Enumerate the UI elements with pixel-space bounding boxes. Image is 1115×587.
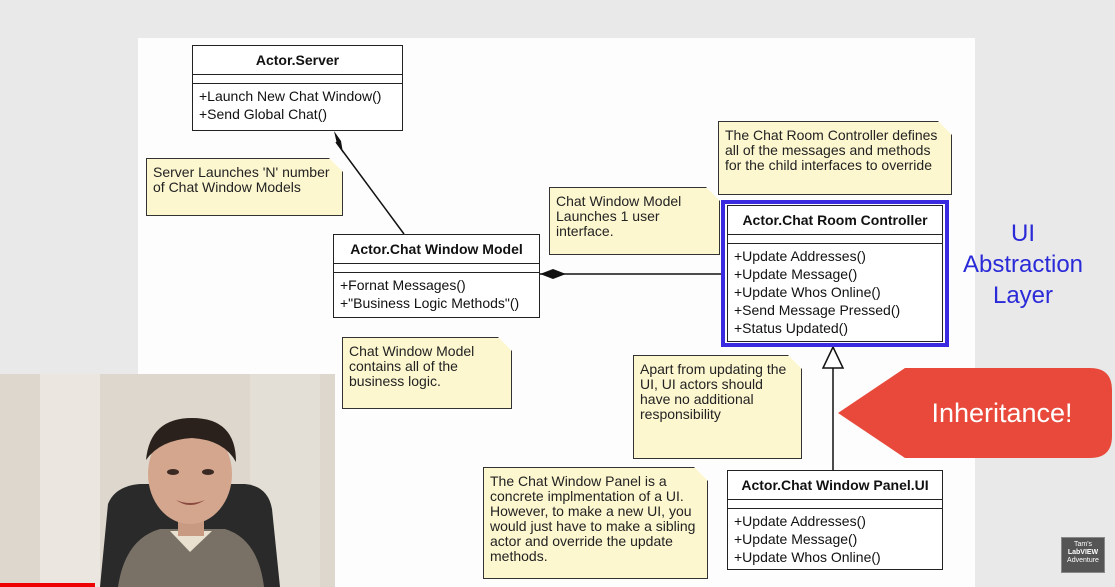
model-composition-diamond [540, 269, 566, 279]
method: +"Business Logic Methods"() [340, 295, 520, 311]
server-composition-diamond [334, 131, 343, 153]
note-ui-actors: Apart from updating the UI, UI actors sh… [633, 355, 802, 459]
label-line: Abstraction [962, 251, 1084, 278]
logo-line: LabVIEW [1067, 549, 1099, 556]
server-model-line [335, 141, 405, 235]
presenter-image [0, 374, 335, 587]
method: +Status Updated() [734, 320, 849, 336]
class-server: Actor.Server +Launch New Chat Window() +… [192, 45, 403, 131]
method: +Update Message() [734, 266, 858, 282]
note-model-launches: Chat Window Model Launches 1 user interf… [549, 187, 720, 255]
method: +Update Addresses() [734, 513, 866, 529]
method: +Launch New Chat Window() [199, 88, 382, 104]
class-model-title: Actor.Chat Window Model [334, 235, 539, 264]
class-controller-methods: +Update Addresses() +Update Message() +U… [728, 244, 942, 340]
webcam-overlay [0, 374, 335, 587]
class-controller: Actor.Chat Room Controller +Update Addre… [727, 205, 943, 342]
logo-line: Tam's [1073, 541, 1093, 548]
channel-logo: Tam's LabVIEW Adventure [1061, 537, 1105, 573]
inheritance-label: Inheritance! [931, 398, 1073, 428]
note-text: The Chat Room Controller defines all of … [725, 127, 938, 173]
class-model: Actor.Chat Window Model +Fornat Messages… [333, 234, 540, 318]
ui-abstraction-label: UI Abstraction Layer [945, 218, 1101, 311]
note-text: Chat Window Model contains all of the bu… [349, 343, 475, 389]
note-text: Apart from updating the UI, UI actors sh… [640, 361, 787, 422]
class-server-methods: +Launch New Chat Window() +Send Global C… [193, 84, 402, 126]
class-server-title: Actor.Server [193, 46, 402, 75]
class-controller-title: Actor.Chat Room Controller [728, 206, 942, 235]
note-model-logic: Chat Window Model contains all of the bu… [342, 337, 512, 409]
inheritance-callout [838, 368, 1112, 458]
class-model-methods: +Fornat Messages() +"Business Logic Meth… [334, 273, 539, 315]
note-text: Server Launches 'N' number of Chat Windo… [153, 164, 330, 195]
label-line: UI [1011, 220, 1035, 247]
note-server-launches: Server Launches 'N' number of Chat Windo… [146, 158, 343, 216]
method: +Send Message Pressed() [734, 302, 901, 318]
inheritance-arrowhead [821, 345, 845, 369]
note-controller-defines: The Chat Room Controller defines all of … [718, 121, 952, 195]
label-line: Layer [992, 282, 1054, 309]
method: +Send Global Chat() [199, 106, 328, 122]
method: +Update Whos Online() [734, 284, 881, 300]
method: +Update Message() [734, 531, 858, 547]
method: +Fornat Messages() [340, 277, 466, 293]
note-text: Chat Window Model Launches 1 user interf… [556, 193, 682, 239]
abstraction-highlight [721, 200, 949, 347]
note-text: The Chat Window Panel is a concrete impl… [490, 473, 696, 564]
class-panel-title: Actor.Chat Window Panel.UI [728, 471, 942, 500]
class-panel: Actor.Chat Window Panel.UI +Update Addre… [727, 470, 943, 570]
method: +Update Whos Online() [734, 549, 881, 565]
logo-line: Adventure [1067, 557, 1099, 564]
method: +Update Addresses() [734, 248, 866, 264]
note-panel-concrete: The Chat Window Panel is a concrete impl… [483, 467, 708, 579]
class-panel-methods: +Update Addresses() +Update Message() +U… [728, 509, 942, 569]
video-progress-bar[interactable] [0, 583, 95, 587]
